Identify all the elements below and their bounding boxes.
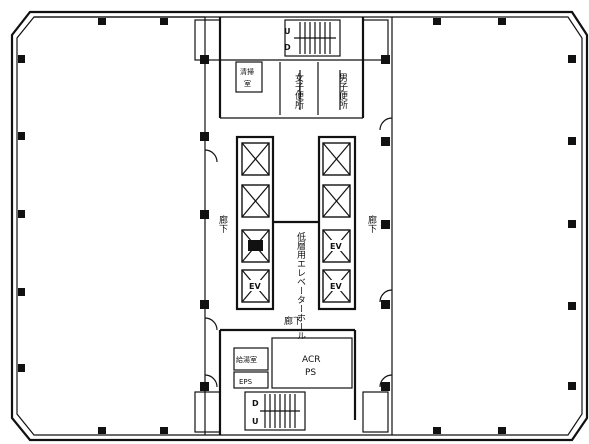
eps-label: EPS bbox=[239, 378, 253, 386]
toilet-area: 清掃 室 女子便所 男子便所 bbox=[220, 59, 363, 119]
ps-label: PS bbox=[305, 368, 316, 378]
stair-top: U D bbox=[284, 19, 341, 57]
kitchenette-label: 給湯室 bbox=[236, 355, 257, 364]
bottom-services: 給湯室 EPS ACR PS bbox=[233, 337, 353, 389]
corridor-bottom-label: 廊下 bbox=[284, 315, 302, 327]
left-office-area bbox=[34, 16, 206, 435]
small-room-sub-label: 室 bbox=[244, 79, 251, 88]
corridor-left-label: 廊下 bbox=[217, 214, 228, 234]
core-corner-rooms bbox=[194, 19, 389, 433]
stair-bottom-up-label: U bbox=[252, 417, 259, 426]
door-swings bbox=[204, 117, 393, 388]
elevator-bank-left: EV EV bbox=[235, 135, 275, 311]
ev-label-3: EV bbox=[330, 242, 342, 251]
corridor-right-label: 廊下 bbox=[366, 214, 377, 234]
stair-top-up-label: U bbox=[284, 27, 291, 36]
small-room-label: 清掃 bbox=[240, 67, 254, 76]
ev-label-4: EV bbox=[330, 282, 342, 291]
stair-top-down-label: D bbox=[284, 43, 291, 52]
stair-bottom-down-label: D bbox=[252, 399, 259, 408]
lobby-label: 低層用エレベーターホール bbox=[295, 231, 306, 340]
womens-toilet-label: 女子便所 bbox=[293, 72, 304, 110]
outer-wall bbox=[10, 10, 589, 442]
mens-toilet-label: 男子便所 bbox=[337, 73, 348, 110]
ev-label-2: EV bbox=[249, 282, 261, 291]
elevator-lobby: 低層用エレベーターホール bbox=[273, 220, 319, 340]
acr-label: ACR bbox=[302, 355, 321, 365]
elevator-bank-right: EV EV bbox=[317, 135, 357, 311]
ev-label-1: EV bbox=[249, 242, 261, 251]
stair-bottom: D U bbox=[244, 391, 306, 431]
